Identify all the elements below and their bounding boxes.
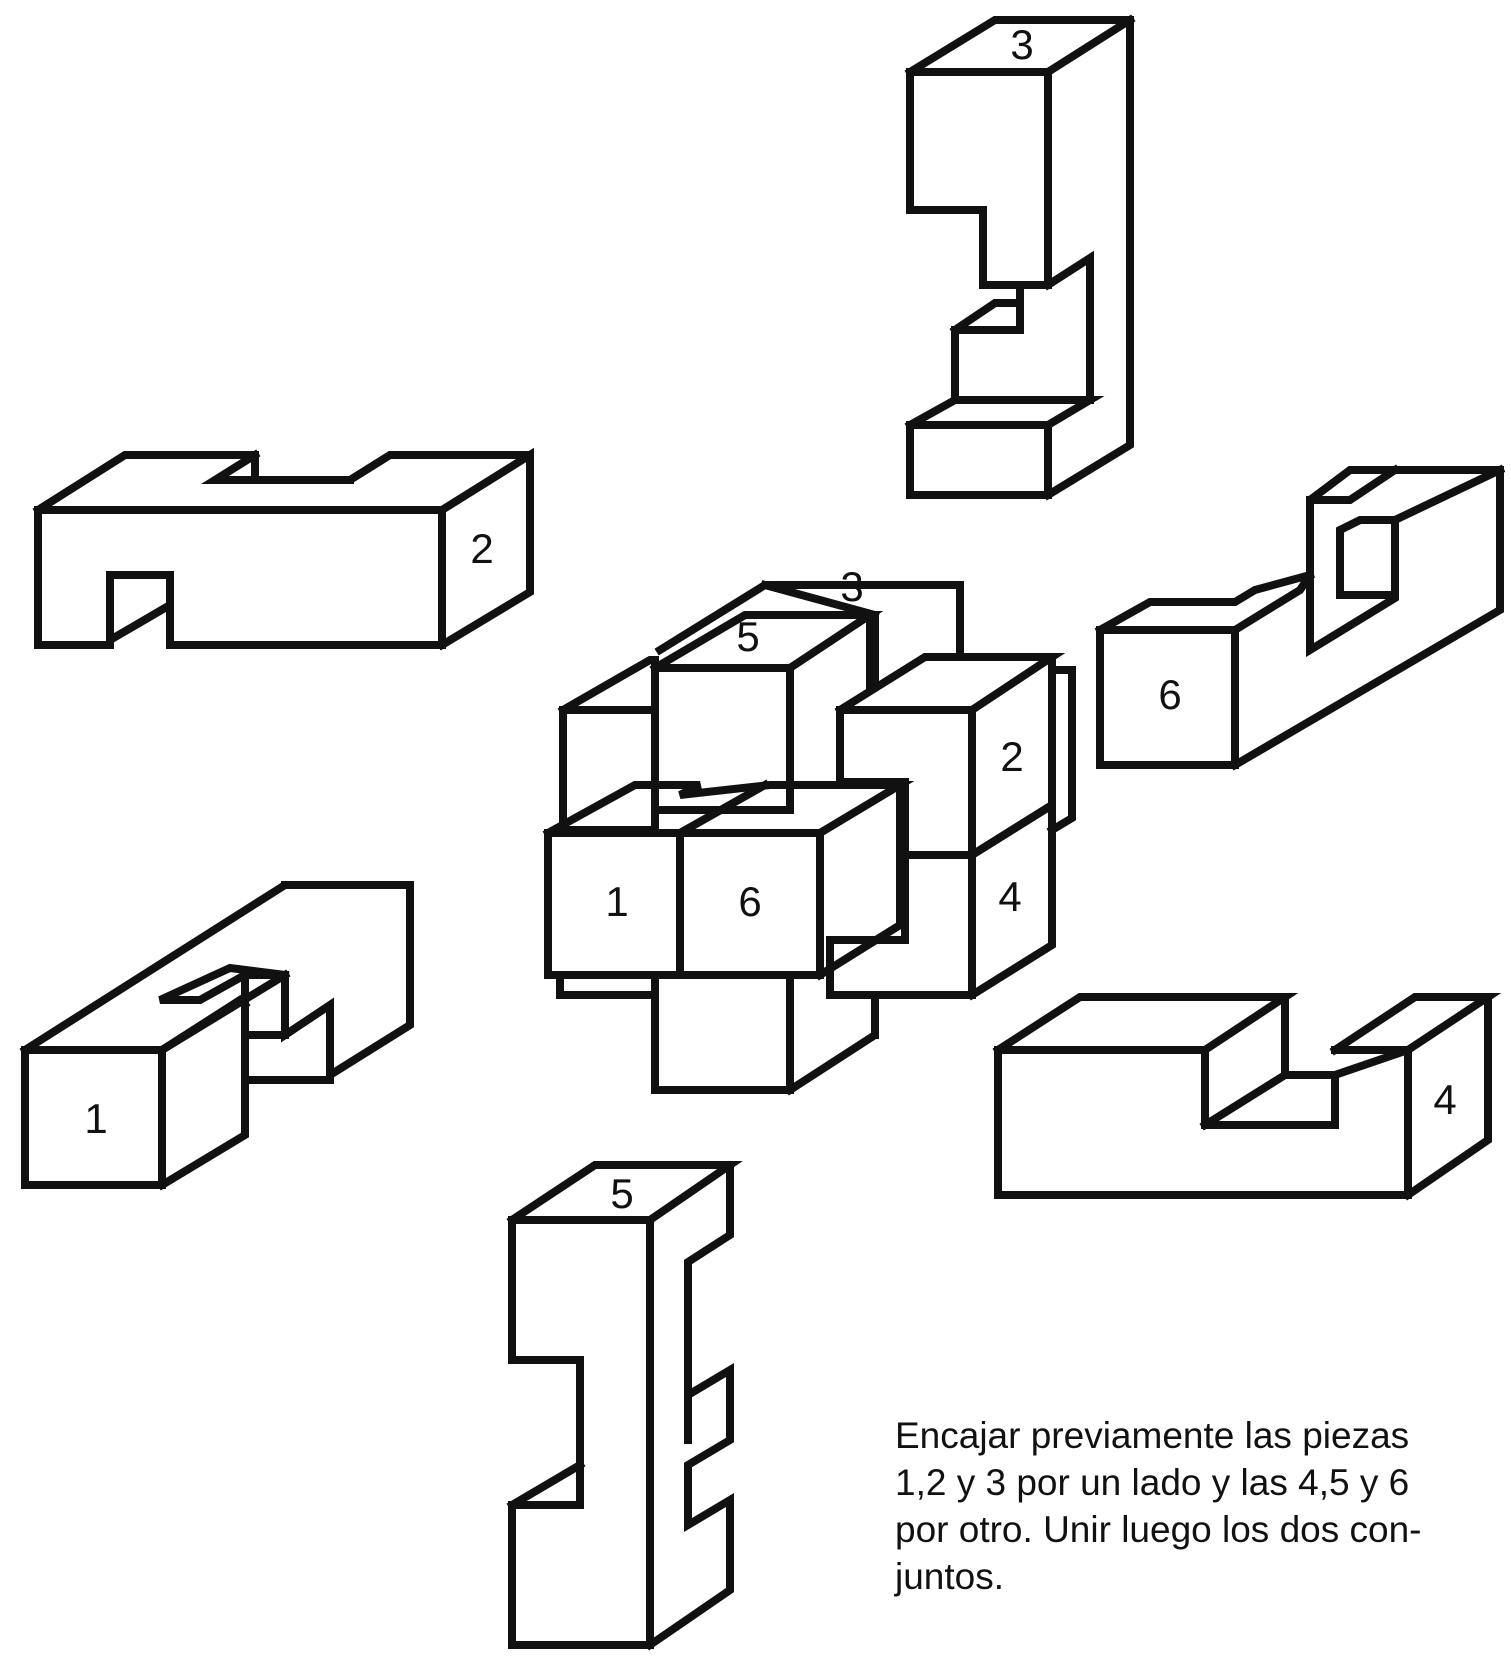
piece-2: 2 (38, 455, 530, 645)
instructions-text: Encajar previamente las piezas 1,2 y 3 p… (895, 1412, 1495, 1600)
piece-1: 1 (25, 885, 410, 1185)
piece-6-label: 6 (1158, 671, 1181, 718)
assembly-label-6: 6 (738, 878, 761, 925)
piece-2-label: 2 (470, 525, 493, 572)
piece-3-label: 3 (1010, 21, 1033, 68)
instructions-line-1: Encajar previamente las piezas (895, 1412, 1495, 1459)
piece-3: 3 (910, 20, 1130, 495)
assembly-label-4: 4 (998, 873, 1021, 920)
instructions-line-4: juntos. (895, 1553, 1495, 1600)
instructions-line-2: 1,2 y 3 por un lado y las 4,5 y 6 (895, 1459, 1495, 1506)
assembly-label-2: 2 (1000, 733, 1023, 780)
assembly-label-3: 3 (840, 563, 863, 610)
instructions-line-3: por otro. Unir luego los dos con- (895, 1506, 1495, 1553)
piece-5-label: 5 (610, 1170, 633, 1217)
piece-4-label: 4 (1433, 1076, 1456, 1123)
piece-4: 4 (998, 997, 1488, 1195)
assembled-cube: 3 5 2 4 1 6 (548, 563, 1072, 1090)
assembly-label-1: 1 (605, 878, 628, 925)
piece-1-label: 1 (84, 1095, 107, 1142)
assembly-label-5: 5 (736, 613, 759, 660)
piece-6: 6 (1100, 470, 1500, 765)
piece-5: 5 (512, 1165, 730, 1645)
